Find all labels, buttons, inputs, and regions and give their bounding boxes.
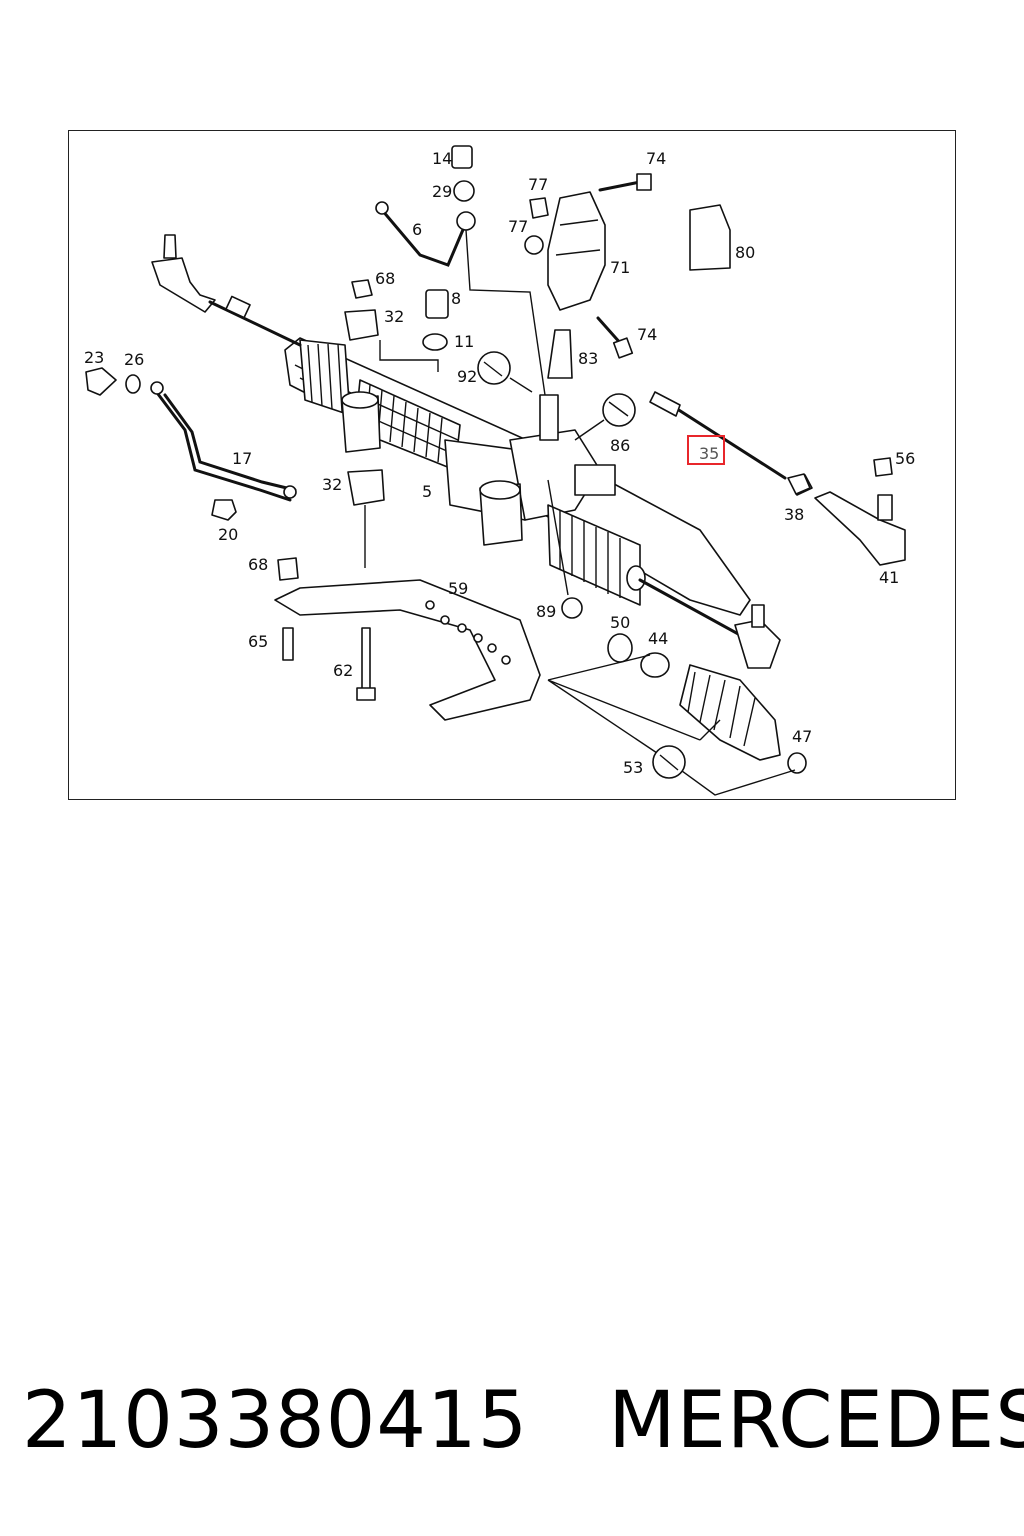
callout-29: 29 [432,182,452,201]
callout-92: 92 [457,367,477,386]
nut-68-top [351,279,373,299]
callout-89: 89 [536,602,556,621]
callout-77: 77 [508,217,528,236]
left-tie-rod [151,234,302,347]
callout-17: 17 [232,449,252,468]
callout-86: 86 [610,436,630,455]
cover-80 [689,204,731,271]
callout-38: 38 [784,505,804,524]
crossmember-59 [274,579,541,721]
wrench-symbol-icon [477,351,686,779]
callout-20: 20 [218,525,238,544]
callout-68: 68 [248,555,268,574]
highlight-box-35 [687,435,725,465]
plug-8 [425,289,449,319]
callout-71: 71 [610,258,630,277]
callout-83: 83 [578,349,598,368]
fitting-14 [451,145,473,169]
right-bellows [547,504,641,606]
callout-56: 56 [895,449,915,468]
bellows-kit-53 [679,664,781,761]
nut-68-lower [277,557,299,581]
banjo-bolt-23 [85,367,117,396]
clamp-47 [787,752,807,774]
callout-32: 32 [322,475,342,494]
callout-6: 6 [412,220,422,239]
right-tie-rod-end [638,578,781,669]
seal-ring [456,211,476,231]
bolt-20 [211,499,237,521]
callout-23: 23 [84,348,104,367]
callout-8: 8 [451,289,461,308]
clamp-44 [640,652,670,678]
bolt-62 [356,627,376,701]
mount-32-top [344,309,379,341]
oring-11 [422,333,448,351]
callout-labels: 14 29 77 74 6 77 80 71 68 8 32 74 11 83 23 26 92 86 35 56 17… [84,149,915,777]
callout-77: 77 [528,175,548,194]
callout-74: 74 [637,325,657,344]
callout-47: 47 [792,727,812,746]
ring-50 [607,633,633,663]
bolt-74-lower [596,316,634,359]
pressure-line-6 [380,208,467,267]
callout-35: 35 [699,444,719,463]
coupling-71 [547,191,606,311]
callout-80: 80 [735,243,755,262]
callout-62: 62 [333,661,353,680]
return-line-17 [153,388,292,502]
nut-38 [787,473,811,495]
nut-77-b [524,235,544,255]
bolt-74-top [598,173,652,192]
callout-65: 65 [248,632,268,651]
nut-56 [873,457,893,477]
nut-77-a [529,197,549,219]
callout-26: 26 [124,350,144,369]
bolt-65 [282,627,294,661]
callout-59: 59 [448,579,468,598]
caption-bar: 2103380415 MERCEDES [22,1366,1024,1476]
callout-74: 74 [646,149,666,168]
callout-11: 11 [454,332,474,351]
part-number: 2103380415 [22,1376,529,1466]
callout-32: 32 [384,307,404,326]
callout-44: 44 [648,629,668,648]
washer-89 [561,597,583,619]
rack-housing [284,337,751,616]
callout-50: 50 [610,613,630,632]
seal-29 [453,180,475,202]
washer-26 [125,374,141,394]
callout-14: 14 [432,149,452,168]
callout-68: 68 [375,269,395,288]
inner-tie-rod-35 [649,391,787,480]
left-bellows [299,339,351,416]
sleeve-83 [547,329,573,379]
callout-41: 41 [879,568,899,587]
brand-name: MERCEDES [608,1376,1024,1466]
mount-32-lower [347,469,385,506]
callout-5: 5 [422,482,432,501]
callout-53: 53 [623,758,643,777]
